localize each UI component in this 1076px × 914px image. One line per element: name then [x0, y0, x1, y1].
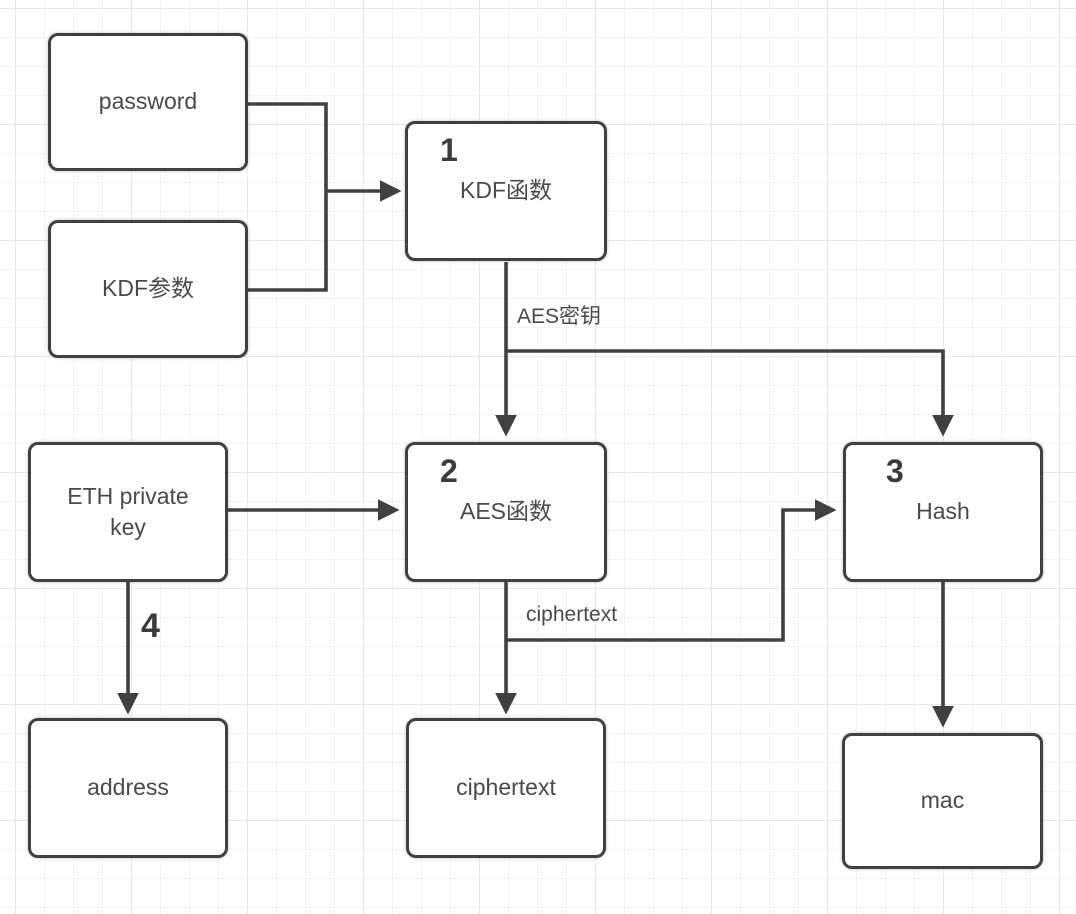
node-mac-label: mac	[920, 787, 965, 814]
node-eth-private-key-label: ETH private key	[67, 482, 189, 540]
node-aes-function: 2 AES函数	[405, 442, 607, 582]
edge-label-step-4: 4	[141, 607, 160, 645]
node-mac: mac	[842, 733, 1043, 869]
node-aes-function-label: AES函数	[459, 498, 553, 525]
node-hash-label: Hash	[916, 498, 970, 525]
node-kdf-params-label: KDF参数	[102, 275, 194, 302]
node-address-label: address	[87, 774, 169, 801]
step-number-3: 3	[886, 453, 904, 489]
step-number-2: 2	[440, 453, 458, 489]
node-kdf-params: KDF参数	[48, 220, 248, 358]
edge-label-aes-key: AES密钥	[517, 305, 602, 328]
edge-label-ciphertext: ciphertext	[526, 603, 618, 626]
node-ciphertext-label: ciphertext	[456, 774, 556, 801]
node-eth-private-key: ETH private key	[28, 442, 228, 582]
edge-aeskey-branch-to-hash	[506, 349, 954, 437]
node-address: address	[28, 718, 228, 858]
node-hash: 3 Hash	[843, 442, 1043, 582]
node-kdf-function: 1 KDF函数	[405, 121, 607, 261]
node-ciphertext: ciphertext	[406, 718, 606, 858]
step-number-1: 1	[440, 132, 458, 168]
node-password-label: password	[98, 88, 198, 115]
node-password: password	[48, 33, 248, 171]
node-kdf-function-label: KDF函数	[460, 177, 552, 204]
edge-password-kdfparams-merge	[248, 102, 328, 292]
